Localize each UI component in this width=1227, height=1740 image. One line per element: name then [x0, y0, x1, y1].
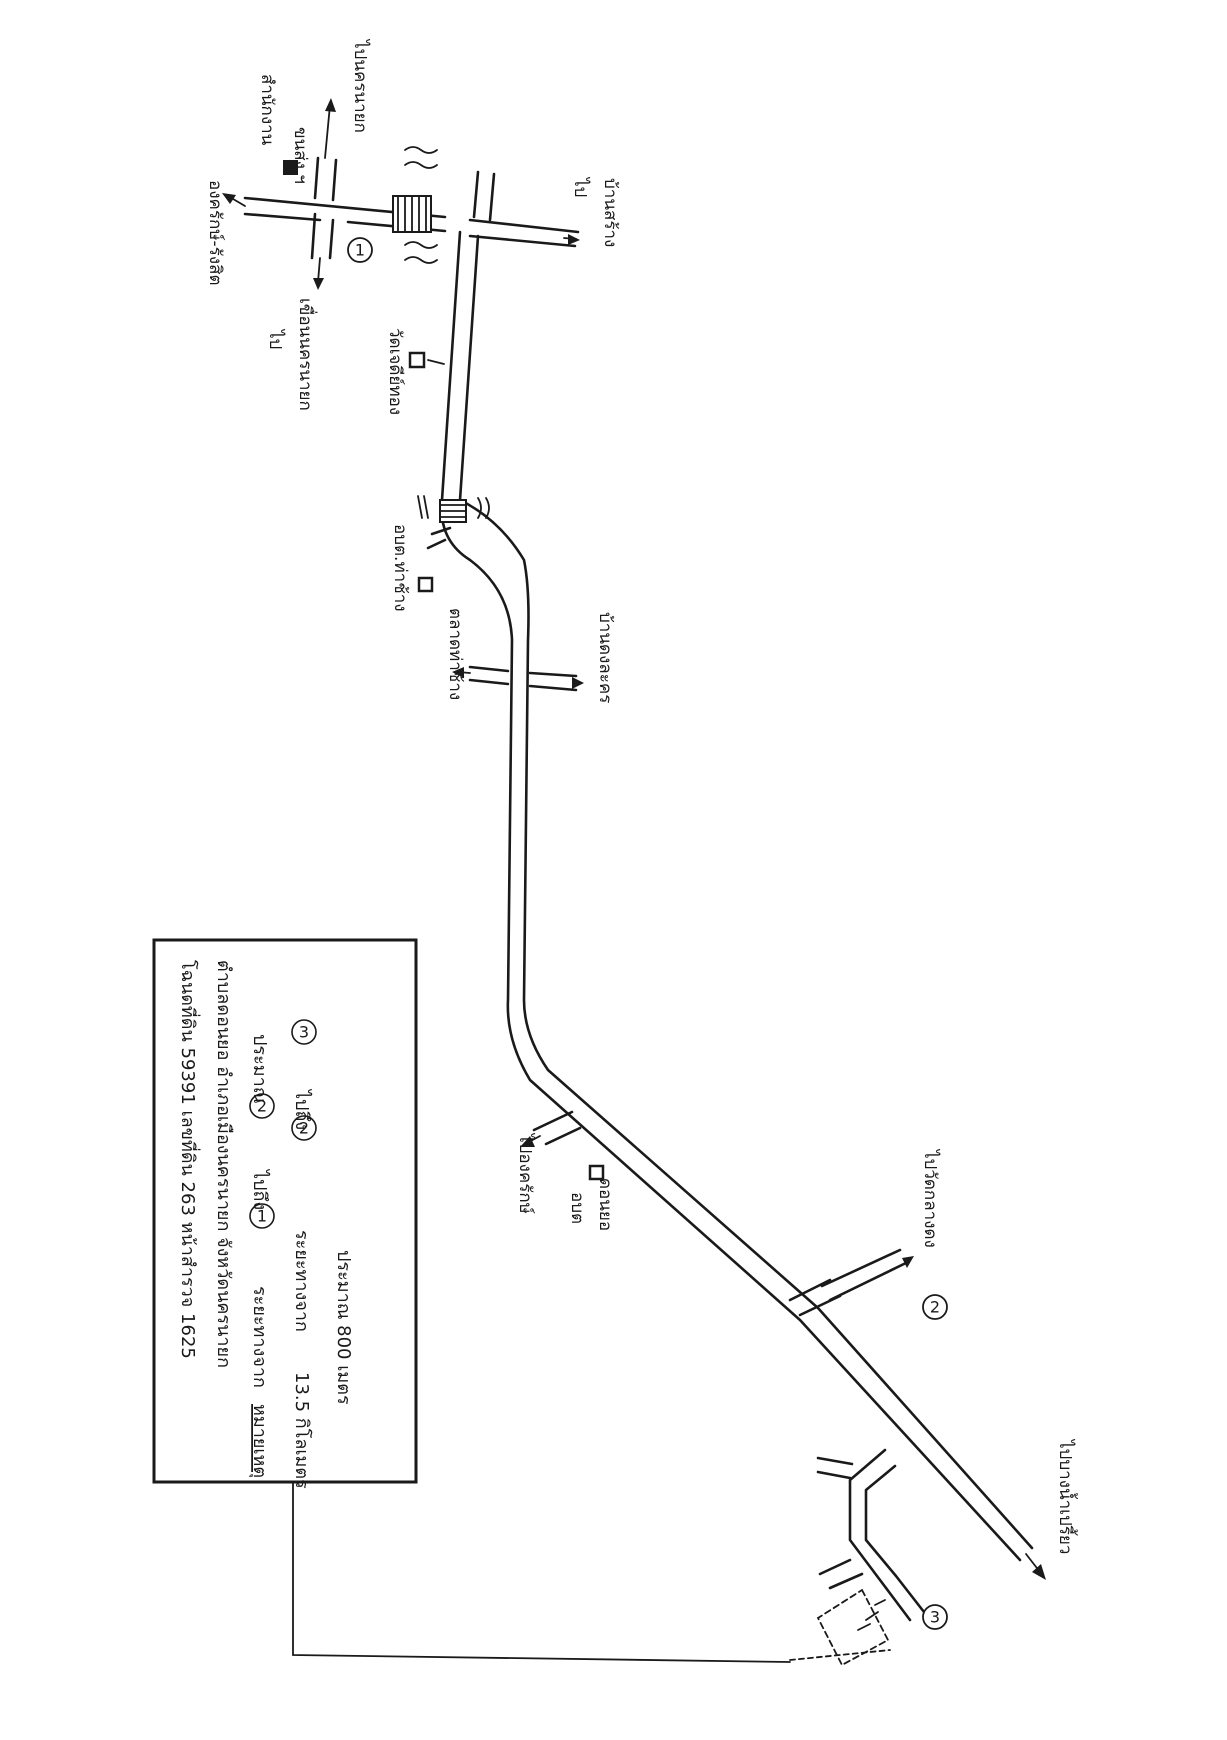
obt-thachang-icon — [417, 576, 434, 593]
road-side-3-b — [864, 1464, 926, 1614]
road-network — [243, 156, 1034, 1622]
arrow-to-ongkharak-rangsit — [222, 193, 246, 207]
road-side-3-f — [828, 1572, 864, 1590]
marker-2-label: 2 — [930, 1298, 940, 1317]
road-vertical-to-nakhonnayok-a — [313, 156, 320, 200]
legend-line-3-text: ระยะทางจาก — [249, 1286, 270, 1388]
road-side-3-c — [816, 1456, 854, 1466]
road-side-3-d — [816, 1470, 852, 1480]
road-market-cross-e-s — [528, 684, 578, 692]
legend-line-5: ประมาณ 800 เมตร — [333, 1250, 354, 1405]
office-icon — [283, 160, 298, 175]
bridge-middle — [417, 495, 490, 523]
arrow-to-dam — [313, 257, 324, 290]
obt-donyo-icon — [588, 1164, 605, 1181]
legend-line-4-marker-3: 3 — [299, 1023, 309, 1042]
label-obt-donyo-1: อบต — [567, 1192, 587, 1224]
legend-note-title: หมายเหตุ — [249, 1404, 270, 1478]
road-top-horizontal-east — [468, 218, 580, 234]
arrow-to-ongkharak — [520, 1135, 541, 1147]
road-main-east-edge — [458, 234, 1034, 1550]
road-watklangdong-w-b — [798, 1294, 842, 1317]
direction-arrows — [222, 98, 1046, 1580]
legend-line-3: หมายเหตุ ระยะทางจาก 1 ไปถึง 2 ประมาณ — [249, 1034, 275, 1478]
label-obt-thachang: อบต.ท่าช้าง — [390, 524, 410, 612]
road-thachang-spur-b — [430, 526, 452, 536]
label-to-bang-nam-priao: ไปบางน้ำเปรี้ยว — [1055, 1438, 1078, 1554]
road-thachang-spur-a — [426, 538, 447, 550]
bridge-top — [392, 146, 438, 264]
road-ongkharak-a — [532, 1110, 574, 1132]
label-to-wat-klang-dong: ไปวัดกลางดง — [920, 1148, 941, 1248]
label-market-thachang: ตลาดท่าช้าง — [445, 608, 465, 700]
label-obt-donyo-2: ดอนยอ — [595, 1178, 615, 1231]
road-top-horizontal-south — [243, 212, 322, 222]
label-to-bansrang: บ้านสร้าง — [600, 178, 620, 247]
road-market-cross-e-n — [528, 671, 578, 678]
road-watklangdong-w-a — [788, 1278, 832, 1302]
road-side-3-a — [848, 1448, 912, 1622]
legend-line-3-approx: ประมาณ — [249, 1034, 270, 1103]
legend-line-4-marker-2: 2 — [299, 1119, 309, 1138]
road-vertical-to-nakhonnayok-b — [331, 158, 338, 202]
map-marker-2: 2 — [922, 1294, 948, 1320]
label-ban-dongla: บ้านดงละคร — [595, 612, 615, 703]
label-to-dam-prefix: ไป — [265, 328, 286, 349]
legend-line-3-to: ไปถึง — [249, 1168, 271, 1210]
road-vertical-bansrang-a — [472, 170, 480, 219]
arrow-to-nakhonnayok-top — [324, 98, 336, 159]
label-khonsong: ขนส่ง ฯ — [290, 127, 310, 184]
road-ongkharak-b — [544, 1126, 582, 1146]
road-watklangdong-b — [820, 1248, 902, 1288]
legend-line-4: 13.5 กิโลเมตร ระยะทางจาก 2 ไปถึง 3 — [291, 1019, 317, 1489]
arrow-to-ban-dongla — [572, 677, 584, 689]
arrow-to-wat-klang-dong — [902, 1256, 914, 1268]
legend-marker-1: 1 — [257, 1207, 267, 1226]
arrow-to-bansrang — [563, 234, 580, 245]
legend-box: โฉนดที่ดิน 59391 เลขที่ดิน 263 หน้าสำรวจ… — [152, 938, 791, 1663]
road-vertical-to-dam-b — [328, 218, 335, 260]
road-market-cross-n — [468, 665, 510, 673]
site-plot — [789, 1588, 891, 1667]
arrow-to-market — [452, 667, 471, 678]
legend-line-4-to: ไปถึง — [291, 1088, 313, 1130]
legend-line-1: โฉนดที่ดิน 59391 เลขที่ดิน 263 หน้าสำรวจ… — [177, 960, 201, 1359]
road-market-cross-s — [468, 678, 510, 686]
label-to-dam: เขื่อนนครนายก — [295, 298, 318, 411]
road-main-west-edge — [440, 230, 1022, 1562]
road-top-horizontal-east-b — [468, 234, 577, 248]
legend-line-4-dist: 13.5 กิโลเมตร — [291, 1372, 313, 1489]
road-side-3-e — [818, 1558, 852, 1576]
wat-chedi-icon — [408, 351, 426, 369]
map-marker-3: 3 — [922, 1604, 948, 1630]
label-to-nakhonnayok-top: ไปนครนายก — [350, 38, 371, 133]
road-vertical-to-dam-a — [310, 212, 317, 260]
marker-1-label: 1 — [355, 241, 365, 260]
label-to-bansrang-prefix: ไป — [570, 176, 591, 197]
label-office: สำนักงาน — [257, 74, 277, 146]
label-ongkharak-rangsit: องครักษ์-รังสิต — [205, 180, 225, 286]
legend-line-2: ตำบลดอนยอ อำเภอเมืองนครนายก จังหวัดนครนา… — [213, 960, 234, 1368]
place-labels: องครักษ์-รังสิต สำนักงาน ขนส่ง ฯ ไปนครนา… — [205, 38, 1078, 1554]
marker-3-label: 3 — [930, 1608, 940, 1627]
arrow-to-bang-nam-priao — [1025, 1553, 1046, 1580]
road-watklangdong-a — [828, 1260, 910, 1302]
map-marker-1: 1 — [347, 237, 373, 263]
road-vertical-bansrang-b — [488, 172, 496, 222]
landmark-icons — [283, 160, 605, 1181]
label-wat-chedi: วัดเจดีย์ทอง — [385, 328, 405, 415]
legend-line-4-text: ระยะทางจาก — [291, 1230, 312, 1332]
label-to-ongkharak: ไปองครักษ์ — [515, 1132, 536, 1214]
legend-marker-2: 2 — [257, 1097, 267, 1116]
